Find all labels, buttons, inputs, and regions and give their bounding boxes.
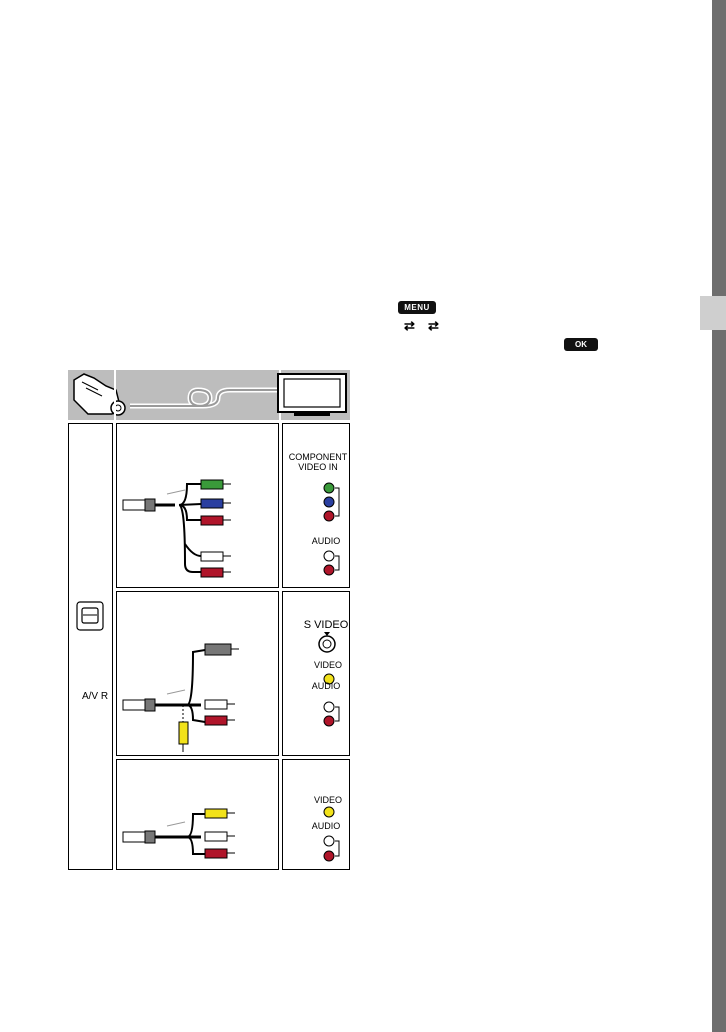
white-plug xyxy=(204,831,235,842)
s-video-label: S VIDEO xyxy=(303,619,349,631)
svideo-plug xyxy=(204,643,239,656)
av-r-jack-label: A/V R xyxy=(81,691,109,702)
tv-component-jacks-panel xyxy=(282,423,350,588)
composite-cable-panel xyxy=(116,759,279,870)
swap-arrows-icon: ⇄ xyxy=(404,318,415,333)
white-plug xyxy=(200,551,231,562)
tv-composite-jacks-panel xyxy=(282,759,350,870)
red-plug xyxy=(204,715,235,726)
swap-arrows-icon: ⇄ xyxy=(428,318,439,333)
yellow-plug xyxy=(204,808,235,819)
tv-svideo-jacks-panel xyxy=(282,591,350,756)
chapter-side-bar xyxy=(712,0,726,1032)
white-plug xyxy=(204,699,235,710)
red-plug xyxy=(200,515,231,526)
header-illustration xyxy=(73,370,347,420)
camera-jack-panel: A/V R xyxy=(68,423,113,870)
av-plug-icon xyxy=(122,830,156,844)
red-plug xyxy=(200,567,231,578)
video-label: VIDEO xyxy=(313,795,342,805)
tv-icon xyxy=(277,373,347,416)
av-plug-icon xyxy=(122,698,156,712)
chapter-tab-marker xyxy=(700,296,726,330)
video-label: VIDEO xyxy=(313,660,342,670)
red-plug xyxy=(204,848,235,859)
audio-label: AUDIO xyxy=(311,681,341,691)
av-jack-icon xyxy=(76,601,104,631)
ok-button-icon: OK xyxy=(564,338,598,351)
audio-label: AUDIO xyxy=(311,536,341,546)
component-cable-panel xyxy=(116,423,279,588)
connection-diagram: A/V R xyxy=(68,370,350,870)
diagram-header xyxy=(68,370,350,420)
svideo-cable-panel xyxy=(116,591,279,756)
menu-button-icon: MENU xyxy=(398,301,436,314)
av-plug-icon xyxy=(122,498,156,512)
component-video-in-label: COMPONENT VIDEO IN xyxy=(288,452,348,472)
green-plug xyxy=(200,479,231,490)
camcorder-icon xyxy=(73,373,126,416)
blue-plug xyxy=(200,498,231,509)
audio-label: AUDIO xyxy=(311,821,341,831)
yellow-plug xyxy=(178,721,189,752)
